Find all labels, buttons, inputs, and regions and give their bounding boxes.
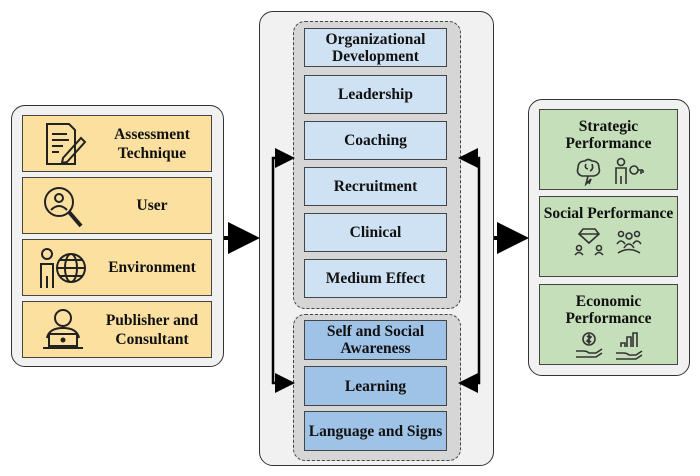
strategic-performance-box: Strategic Performance [539, 109, 678, 190]
assessment-technique-label: Assessment Technique [114, 125, 190, 162]
clinical-box: Clinical [304, 213, 447, 252]
upper-group: Organizational Development Leadership Co… [293, 21, 461, 309]
right-panel: Strategic Performance Social Performance [528, 99, 690, 376]
learning-box: Learning [304, 366, 447, 406]
publisher-consultant-box: Publisher and Consultant [22, 301, 212, 358]
economic-performance-label: Economic Performance [565, 293, 652, 327]
medium-effect-box: Medium Effect [304, 259, 447, 298]
user-box: User [22, 177, 212, 234]
user-label: User [136, 197, 168, 214]
left-bracket [271, 156, 291, 385]
social-performance-label: Social Performance [543, 205, 674, 222]
center-panel: Organizational Development Leadership Co… [259, 11, 494, 466]
leadership-box: Leadership [304, 75, 447, 114]
recruitment-box: Recruitment [304, 167, 447, 206]
magnifier-user-icon [44, 186, 83, 227]
coaching-box: Coaching [304, 121, 447, 160]
self-social-awareness-box: Self and Social Awareness [304, 320, 447, 360]
social-performance-box: Social Performance [539, 196, 678, 277]
language-signs-box: Language and Signs [304, 411, 447, 451]
document-edit-icon [46, 122, 87, 165]
organizational-development-box: Organizational Development [304, 28, 447, 67]
assessment-technique-box: Assessment Technique [22, 115, 212, 172]
diamond-people-icon [573, 228, 604, 256]
environment-box: Environment [22, 239, 212, 296]
publisher-consultant-label: Publisher and Consultant [105, 311, 199, 348]
person-laptop-icon [43, 308, 83, 349]
economic-performance-box: Economic Performance [539, 284, 678, 365]
strategic-performance-label: Strategic Performance [565, 118, 652, 152]
brain-idea-icon [576, 158, 600, 186]
left-panel: Assessment Technique User Environment Pu… [11, 105, 224, 367]
hand-coin-icon [575, 332, 602, 358]
lower-group: Self and Social Awareness Learning Langu… [293, 314, 461, 461]
person-globe-icon [40, 247, 86, 288]
right-bracket [462, 156, 481, 385]
person-key-icon [614, 157, 644, 184]
group-people-icon [615, 230, 642, 254]
hand-growth-icon [615, 332, 642, 360]
environment-label: Environment [108, 259, 196, 276]
